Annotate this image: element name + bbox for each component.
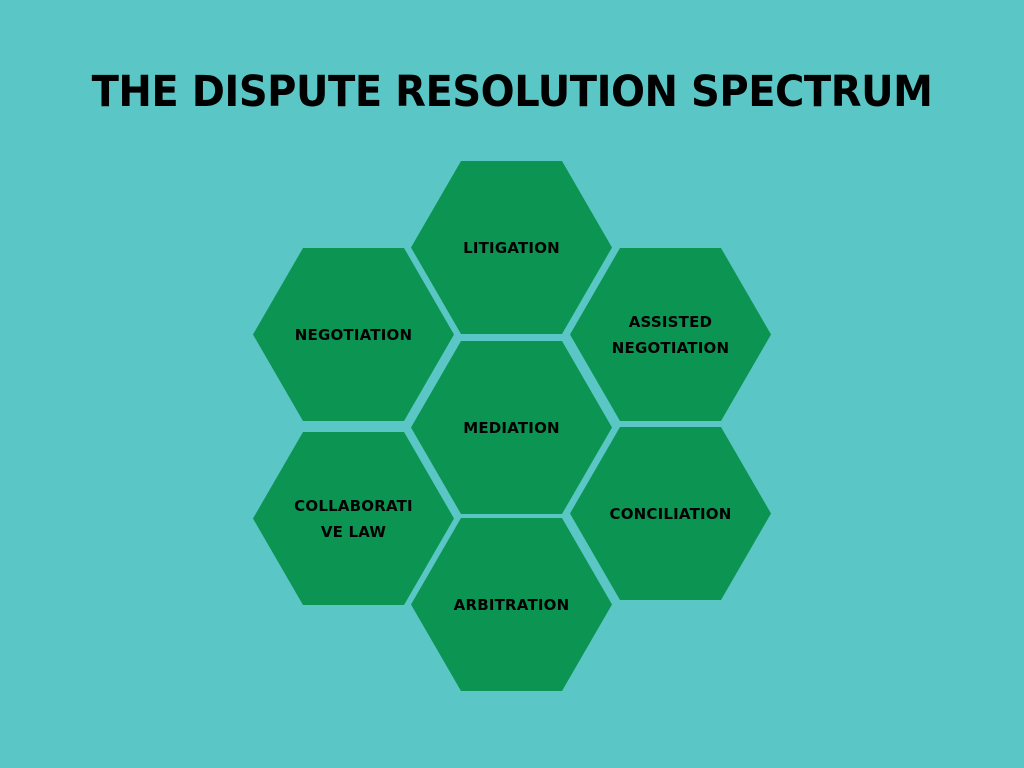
hexagon-shape	[253, 432, 454, 605]
hexagon-label: ASSISTED NEGOTIATION	[611, 312, 730, 357]
hexagon-litigation: LITIGATION	[411, 161, 612, 334]
hexagon-label: NEGOTIATION	[294, 325, 413, 344]
hexagon-label: COLLABORATI VE LAW	[294, 496, 413, 541]
hexagon-shape	[411, 341, 612, 514]
hexagon-arbitration: ARBITRATION	[411, 518, 612, 691]
hexagon-collaborative-law: COLLABORATI VE LAW	[253, 432, 454, 605]
hexagon-label: CONCILIATION	[609, 504, 732, 523]
hexagon-label: LITIGATION	[463, 238, 560, 257]
hexagon-label: ARBITRATION	[453, 595, 570, 614]
hexagon-assisted-negotiation: ASSISTED NEGOTIATION	[570, 248, 771, 421]
hexagon-shape	[570, 248, 771, 421]
page-title: THE DISPUTE RESOLUTION SPECTRUM	[91, 67, 933, 117]
hexagon-shape	[253, 248, 454, 421]
hexagon-shape	[570, 427, 771, 600]
hexagon-label: MEDIATION	[463, 418, 560, 437]
hexagon-shape	[411, 518, 612, 691]
hexagon-shape	[411, 161, 612, 334]
hexagon-conciliation: CONCILIATION	[570, 427, 771, 600]
hexagon-negotiation: NEGOTIATION	[253, 248, 454, 421]
hexagon-mediation: MEDIATION	[411, 341, 612, 514]
